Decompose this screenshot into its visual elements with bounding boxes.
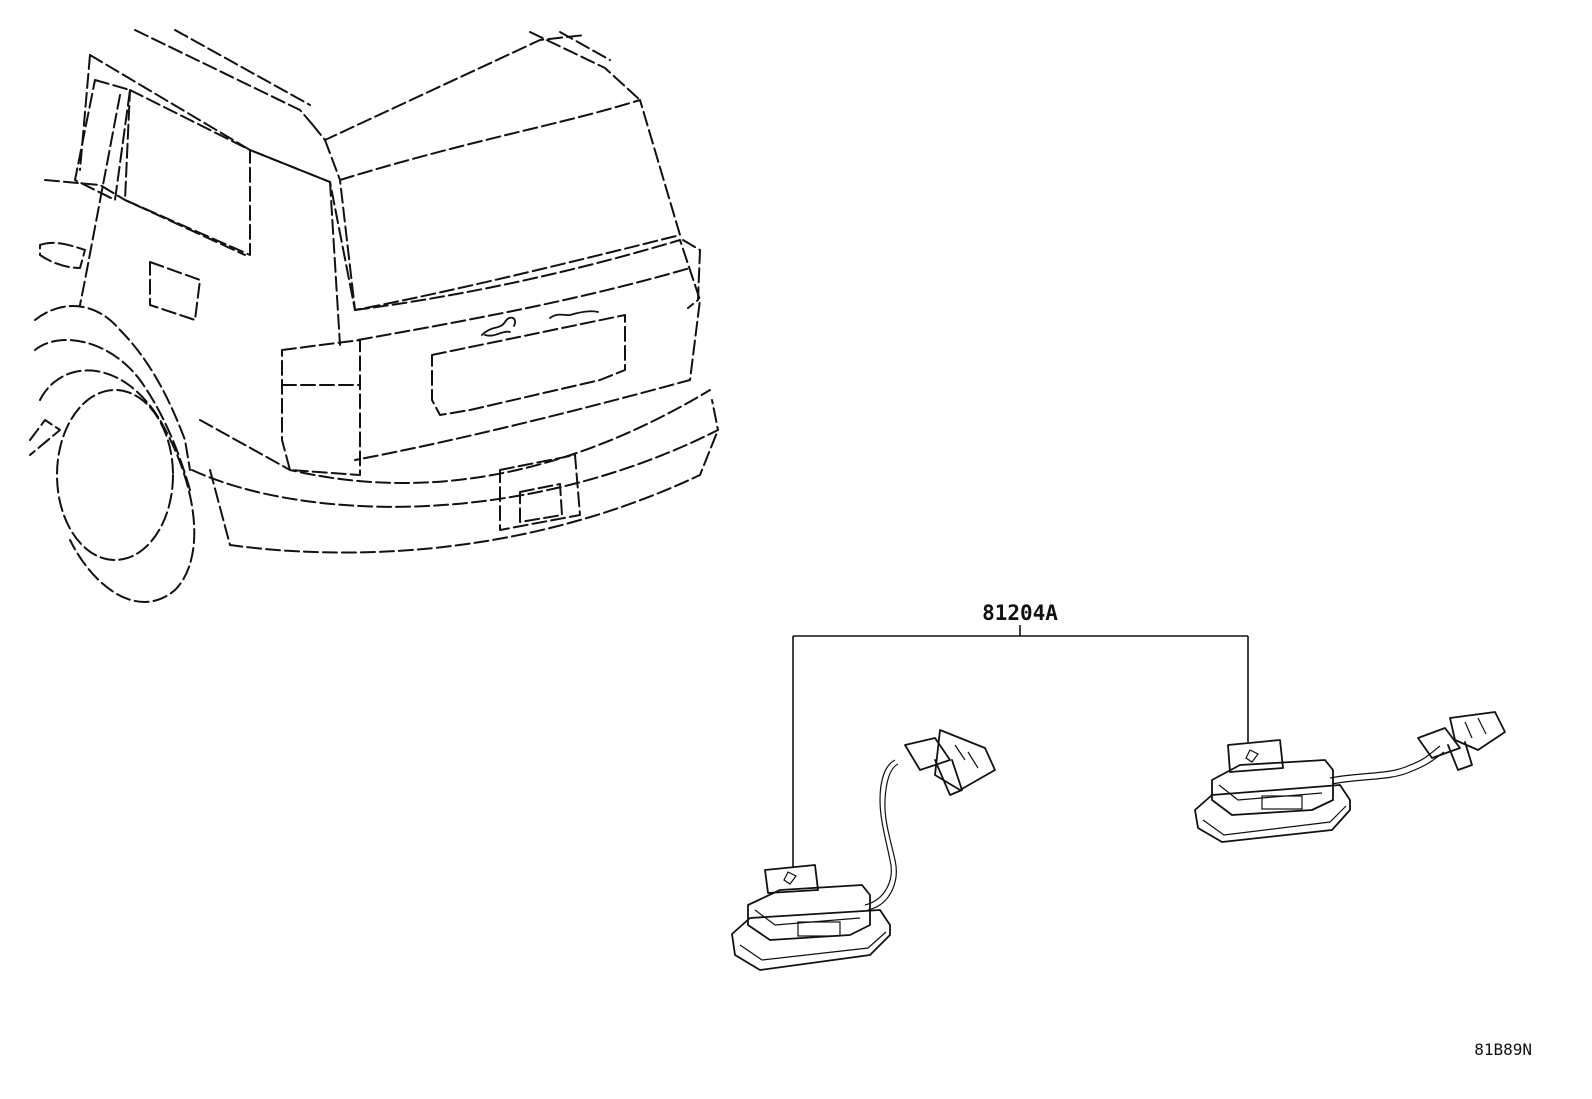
license-lamp-assembly-right (1194, 711, 1506, 843)
part-number-label: 81204A (982, 601, 1058, 625)
callout-leader-lines (792, 625, 1249, 868)
figure-code-label: 81B89N (1474, 1040, 1532, 1059)
vehicle-rear-outline (29, 29, 719, 603)
license-lamp-assembly-left (731, 729, 996, 971)
